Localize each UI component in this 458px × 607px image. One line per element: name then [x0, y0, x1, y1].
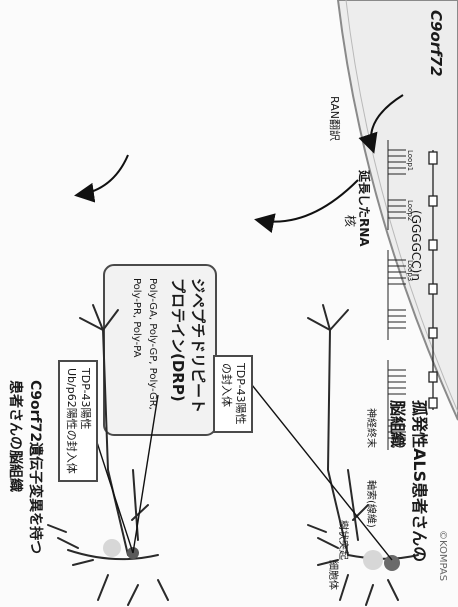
arrow-gene-to-rna [358, 94, 404, 154]
credit: ©KOMPAS [437, 530, 448, 582]
tdp43-ub-p62-line-2: Ub/p62陽性の封入体 [65, 368, 79, 474]
label-axon-terminal: 神経終末 [365, 408, 376, 448]
c9orf72-gene-diagram [428, 150, 438, 410]
drp-line-4: Poly-PR, Poly-PA [131, 278, 142, 358]
loop-label-2: Loop2 [406, 200, 414, 222]
tdp43-inclusion-line-2: の封入体 [220, 363, 234, 407]
loop-label-1: Loop1 [406, 150, 414, 172]
drp-line-2: プロテイン(DRP) [169, 278, 187, 402]
gene-label: C9orf72 [427, 10, 445, 77]
tdp43-ub-p62-line-1: TDP-43陽性 [79, 368, 92, 430]
ran-label: RAN翻訳 [328, 96, 341, 141]
drp-line-1: ジペプチドリピート [189, 278, 207, 414]
drp-line-3: Poly-GA, Poly-GP, Poly-GR, [147, 278, 158, 410]
c9orf72-patient-title-2: 患者さんの脳組織 [7, 380, 23, 492]
c9orf72-patient-title-1: C9orf72遺伝子変異を持つ [27, 380, 43, 555]
label-cell-body: 細胞体 [327, 560, 338, 590]
nucleus-label: 核 [343, 215, 357, 228]
tdp43-ub-p62-box: TDP-43陽性 Ub/p62陽性の封入体 [58, 360, 98, 482]
tdp43-inclusion-box: TDP-43陽性 の封入体 [213, 355, 253, 433]
sporadic-als-title-2: 脳組織 [388, 400, 407, 449]
label-dendrite: 樹状突起 [337, 520, 348, 560]
label-axon: 軸索(線維) [365, 480, 376, 528]
pointer-top-inclusion [247, 379, 393, 561]
rna-hairpins [387, 140, 406, 450]
neuron-top [307, 304, 419, 606]
pointer-bottom-inclusion-2 [132, 394, 159, 554]
loop-label-3: Loop3 [406, 260, 414, 282]
arrow-rna-to-drp [254, 179, 359, 233]
arrow-drp-to-inclusion [74, 154, 129, 203]
nucleus-shape [336, 0, 458, 421]
tdp43-inclusion-line-1: TDP-43陽性 [234, 363, 247, 425]
sporadic-als-title-1: 孤発性ALS患者さんの [410, 400, 429, 563]
neuron-bottom [47, 304, 169, 606]
rna-label: 延長したRNA [357, 170, 371, 247]
